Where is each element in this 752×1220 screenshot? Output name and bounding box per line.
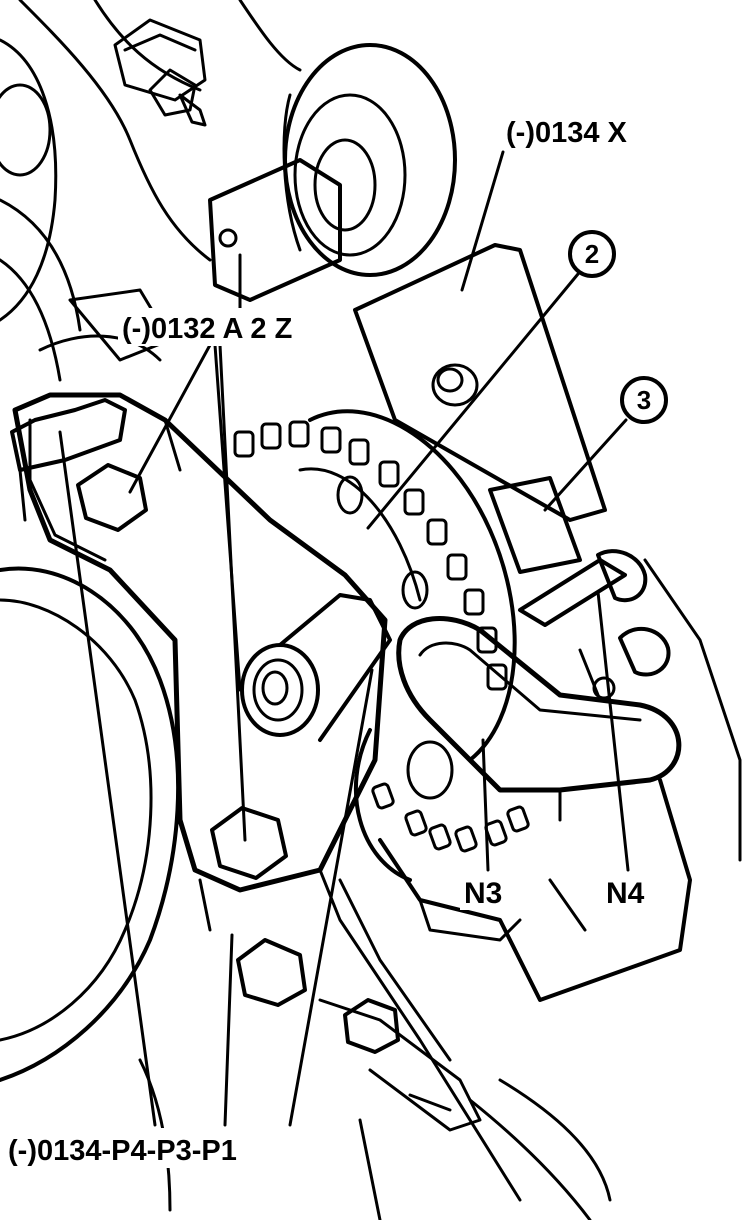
tensioner-roller [282,43,457,277]
camshaft-sprocket [233,409,517,762]
sprocket-teeth [233,420,508,691]
top-stud-nut [113,18,207,127]
callout-2-number: 2 [585,239,599,269]
label-tool-0134x: (-)0134 X [506,117,628,149]
callout-2: 2 [568,230,616,278]
engine-block-outline [0,0,302,382]
leader-lines [58,150,630,1127]
tool-0132-bracket [12,392,392,893]
callout-3-number: 3 [637,385,651,415]
tensioner-bracket [208,158,342,302]
tool-p-clip [10,398,127,522]
callout-3: 3 [620,376,668,424]
label-tool-0134-p: (-)0134-P4-P3-P1 [8,1135,237,1167]
part-3-block [488,476,582,574]
label-n3: N3 [464,877,502,910]
housing-lower-right [378,558,742,1002]
tool-0134x-plate [353,243,607,522]
locking-tool-n3 [396,616,682,822]
label-tool-0132-a2z: (-)0132 A 2 Z [122,313,292,345]
label-n4: N4 [606,877,645,910]
tool-n4-pin [518,549,671,702]
lower-sprocket-teeth [371,782,530,853]
lower-timing-area [354,728,530,882]
